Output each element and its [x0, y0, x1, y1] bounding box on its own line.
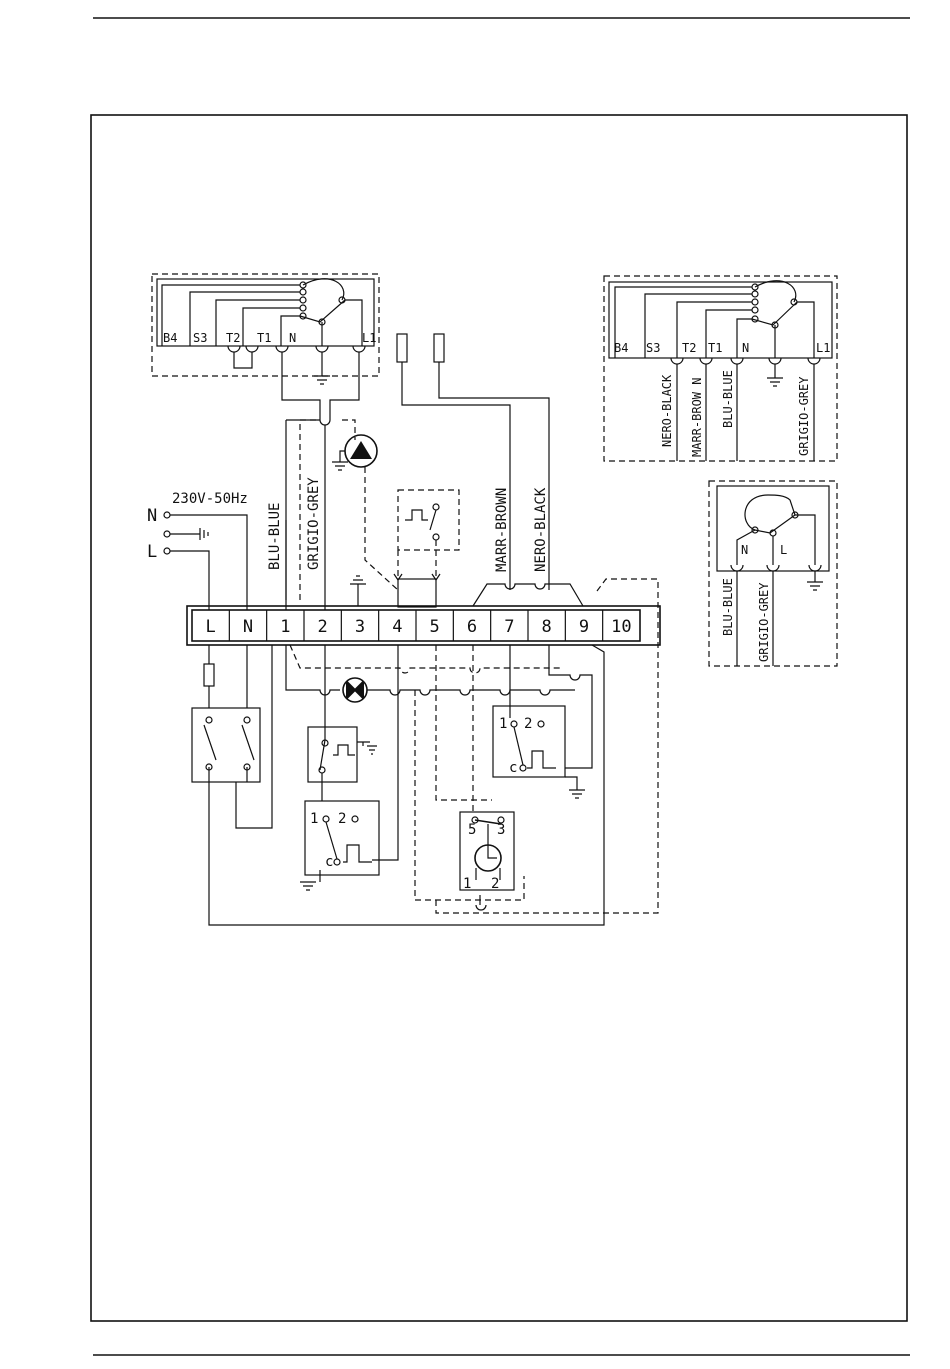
- supply-l-label: L: [147, 542, 157, 562]
- pump-stat-c: c: [509, 760, 517, 776]
- wire-grigio-grey: GRIGIO-GREY: [306, 477, 322, 570]
- right-conn-b4: B4: [614, 341, 628, 355]
- terminal-9: 9: [579, 617, 589, 637]
- left-conn-t2: T2: [226, 331, 240, 345]
- terminal-6: 6: [467, 617, 477, 637]
- pump-wire-grigio-grey: GRIGIO-GREY: [757, 582, 771, 662]
- lower-wiring: 1 2 c 5 3 1 2 1 2 c: [192, 645, 604, 925]
- power-supply: 230V-50Hz N L: [147, 491, 248, 610]
- terminal-7: 7: [504, 617, 514, 637]
- pump-stat-1: 1: [499, 716, 507, 732]
- right-conn-l1: L1: [816, 341, 830, 355]
- pump-box: N L BLU-BLUE GRIGIO-GREY: [709, 481, 837, 666]
- right-conn-t1: T1: [708, 341, 722, 355]
- terminal-block: L N 1 2 3 4 5 6 7 8 9 10: [187, 606, 660, 645]
- wire-nero-black: NERO-BLACK: [533, 487, 549, 572]
- terminal-10: 10: [611, 617, 631, 637]
- right-conn-n: N: [742, 341, 749, 355]
- terminal-l: L: [206, 617, 216, 637]
- terminal-4: 4: [392, 617, 402, 637]
- left-conn-n: N: [289, 331, 296, 345]
- wire-blu-blue: BLU-BLUE: [267, 503, 283, 570]
- left-conn-s3: S3: [193, 331, 207, 345]
- right-wire-blu-blue: BLU-BLUE: [721, 370, 735, 428]
- right-wire-grigio-grey: GRIGIO-GREY: [797, 376, 811, 456]
- connector-right: B4 S3 T2 T1 N L1 NERO-BLACK MARR-BROW N …: [604, 276, 837, 461]
- clock-contact-3: 3: [497, 822, 505, 838]
- right-conn-s3: S3: [646, 341, 660, 355]
- right-wire-nero-black: NERO-BLACK: [660, 374, 674, 447]
- clock-contact-5: 5: [468, 822, 476, 838]
- boiler-stat-2: 2: [338, 811, 346, 827]
- right-wire-marr-brown: MARR-BROW N: [690, 378, 704, 457]
- left-conn-l1: L1: [362, 331, 376, 345]
- connector-left: B4 S3 T2 T1 N L1: [152, 274, 379, 384]
- terminal-1: 1: [280, 617, 290, 637]
- pump-stat-2: 2: [524, 716, 532, 732]
- terminal-2: 2: [318, 617, 328, 637]
- left-conn-b4: B4: [163, 331, 177, 345]
- supply-voltage: 230V-50Hz: [172, 491, 248, 507]
- boiler-stat-1: 1: [310, 811, 318, 827]
- supply-n-label: N: [147, 506, 157, 526]
- terminal-8: 8: [542, 617, 552, 637]
- clock-contact-1: 1: [463, 876, 471, 892]
- left-conn-t1: T1: [257, 331, 271, 345]
- terminal-3: 3: [355, 617, 365, 637]
- boiler-stat-c: c: [325, 854, 333, 870]
- terminal-n: N: [243, 617, 253, 637]
- terminal-5: 5: [430, 617, 440, 637]
- right-conn-t2: T2: [682, 341, 696, 355]
- pump-wire-blu-blue: BLU-BLUE: [721, 578, 735, 636]
- wire-marr-brown: MARR-BROWN: [494, 488, 510, 572]
- clock-contact-2: 2: [491, 876, 499, 892]
- pump-n-label: N: [741, 543, 748, 557]
- pump-l-label: L: [780, 543, 787, 557]
